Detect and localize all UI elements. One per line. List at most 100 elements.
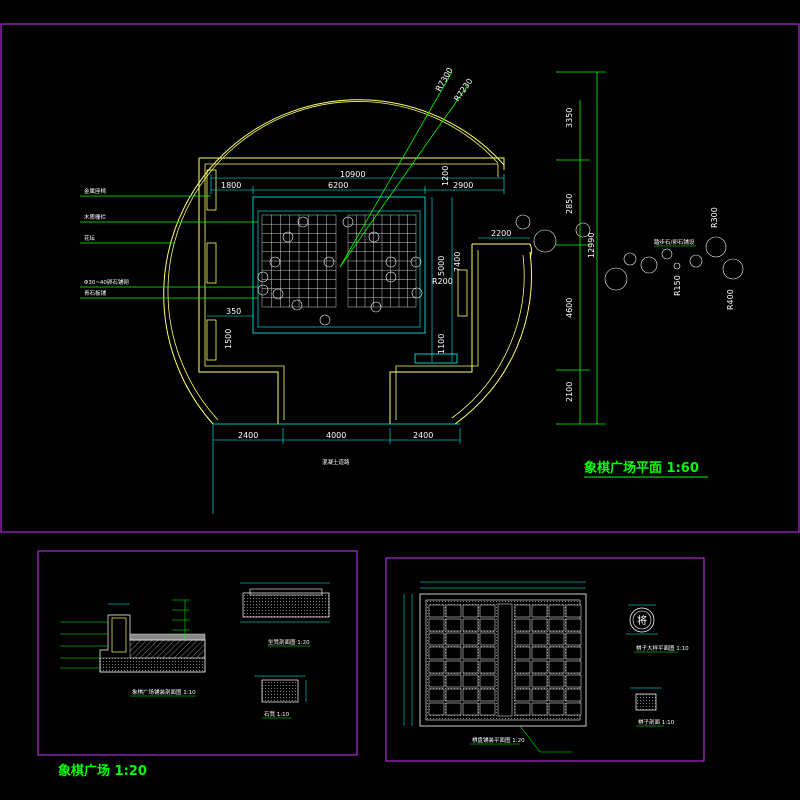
board-cell bbox=[462, 618, 479, 632]
inner-v-dims bbox=[431, 197, 453, 362]
board-cell bbox=[428, 688, 445, 702]
board-plan-grid bbox=[428, 603, 582, 717]
circle-outline bbox=[163, 99, 505, 425]
stepping-stone bbox=[515, 214, 531, 230]
stepping-stone bbox=[722, 258, 744, 280]
circle-right-arc-inner bbox=[451, 254, 525, 419]
caption-board: 棋盘铺装平面图 1:20 bbox=[472, 736, 525, 744]
radius-label-2: R7230 bbox=[452, 77, 474, 103]
piece-section: 棋子剖面 1:10 bbox=[630, 687, 675, 727]
dim-radius-board: R200 bbox=[432, 277, 453, 286]
piece-detail: 将 棋子大样平面图 1:10 bbox=[626, 604, 689, 653]
bench-5 bbox=[414, 353, 458, 364]
board-cell bbox=[462, 702, 479, 716]
board-cell bbox=[479, 660, 496, 674]
stepping-stone bbox=[640, 256, 658, 274]
chess-piece bbox=[385, 256, 397, 268]
top-dimensions bbox=[210, 174, 505, 194]
board-cell bbox=[548, 632, 565, 646]
dim-in-v-mid: 5000 bbox=[437, 256, 446, 276]
board-cell bbox=[548, 646, 565, 660]
main-plan: R7300 R7230 10900 1800 6200 2900 1200 50… bbox=[80, 66, 744, 514]
caption-piece: 棋子大样平面图 1:10 bbox=[636, 644, 689, 652]
dim-right-v-3: 4600 bbox=[565, 298, 574, 318]
board-cell bbox=[462, 688, 479, 702]
dim-right-v-2: 2850 bbox=[565, 194, 574, 214]
plaza-wall-inner bbox=[204, 163, 499, 420]
chess-piece bbox=[291, 299, 303, 311]
dim-top-right: 2900 bbox=[453, 181, 473, 190]
dim-in-v-bot: 1100 bbox=[437, 334, 446, 354]
label-bottom: 混凝土道路 bbox=[322, 458, 350, 466]
board-plan-leader bbox=[519, 725, 541, 753]
stepping-stone bbox=[604, 267, 628, 291]
dim-bottom-left: 2400 bbox=[238, 431, 258, 440]
label-right-1: 踏步石/卵石铺设 bbox=[654, 238, 695, 246]
chess-piece bbox=[257, 271, 269, 283]
board-cell bbox=[462, 660, 479, 674]
board-river bbox=[497, 603, 513, 717]
board-cell bbox=[479, 702, 496, 716]
dim-top-overall: 10900 bbox=[340, 170, 365, 179]
board-cell bbox=[514, 604, 531, 618]
chess-piece bbox=[411, 287, 423, 299]
board-cell bbox=[565, 604, 582, 618]
board-cell bbox=[514, 688, 531, 702]
board-cell bbox=[565, 618, 582, 632]
board-cell bbox=[445, 646, 462, 660]
chess-piece bbox=[370, 301, 382, 313]
board-cell bbox=[548, 618, 565, 632]
stepping-stone bbox=[689, 254, 703, 268]
board-cell bbox=[428, 660, 445, 674]
board-cell bbox=[565, 674, 582, 688]
label-left-5: 青石板铺 bbox=[84, 289, 107, 297]
stepping-stone bbox=[673, 262, 681, 270]
board-cell bbox=[479, 688, 496, 702]
board-cell bbox=[548, 660, 565, 674]
board-cell bbox=[514, 674, 531, 688]
dim-left-small: 350 bbox=[226, 307, 241, 316]
board-cell bbox=[479, 632, 496, 646]
dim-top-mid: 6200 bbox=[328, 181, 348, 190]
board-cell bbox=[428, 646, 445, 660]
plaza-wall bbox=[198, 157, 505, 424]
bench-4 bbox=[457, 269, 468, 317]
board-cell bbox=[531, 688, 548, 702]
board-cell bbox=[479, 604, 496, 618]
chess-piece bbox=[385, 271, 397, 283]
board-cell bbox=[548, 674, 565, 688]
board-cell bbox=[445, 702, 462, 716]
stepping-stone bbox=[661, 248, 673, 260]
dim-right-v-total: 12990 bbox=[587, 233, 596, 258]
right-dimensions bbox=[556, 71, 606, 425]
board-cell bbox=[428, 632, 445, 646]
board-grid-right bbox=[347, 214, 417, 308]
chess-piece bbox=[410, 256, 422, 268]
detail-left-frame bbox=[37, 550, 358, 756]
board-cell bbox=[531, 618, 548, 632]
dim-left-v: 1500 bbox=[224, 329, 233, 349]
board-area-inner bbox=[257, 210, 421, 328]
chess-piece bbox=[269, 256, 281, 268]
board-cell bbox=[445, 604, 462, 618]
board-cell bbox=[531, 604, 548, 618]
board-cell bbox=[548, 702, 565, 716]
chess-piece bbox=[282, 231, 294, 243]
board-cell bbox=[565, 632, 582, 646]
board-cell bbox=[514, 646, 531, 660]
board-cell bbox=[428, 674, 445, 688]
left-leaders bbox=[80, 195, 258, 299]
board-cell bbox=[445, 688, 462, 702]
board-cell bbox=[514, 702, 531, 716]
board-cell bbox=[462, 646, 479, 660]
bottom-dimensions bbox=[212, 424, 461, 514]
dim-right-v-4: 2100 bbox=[565, 382, 574, 402]
stepping-stone bbox=[533, 229, 557, 253]
chess-piece bbox=[323, 256, 335, 268]
board-cell bbox=[445, 632, 462, 646]
radius-label-1: R7300 bbox=[434, 66, 455, 93]
caption-piece-section: 棋子剖面 1:10 bbox=[638, 718, 675, 726]
bench-2 bbox=[206, 242, 217, 284]
bench-3 bbox=[206, 319, 217, 361]
main-frame bbox=[0, 23, 800, 533]
